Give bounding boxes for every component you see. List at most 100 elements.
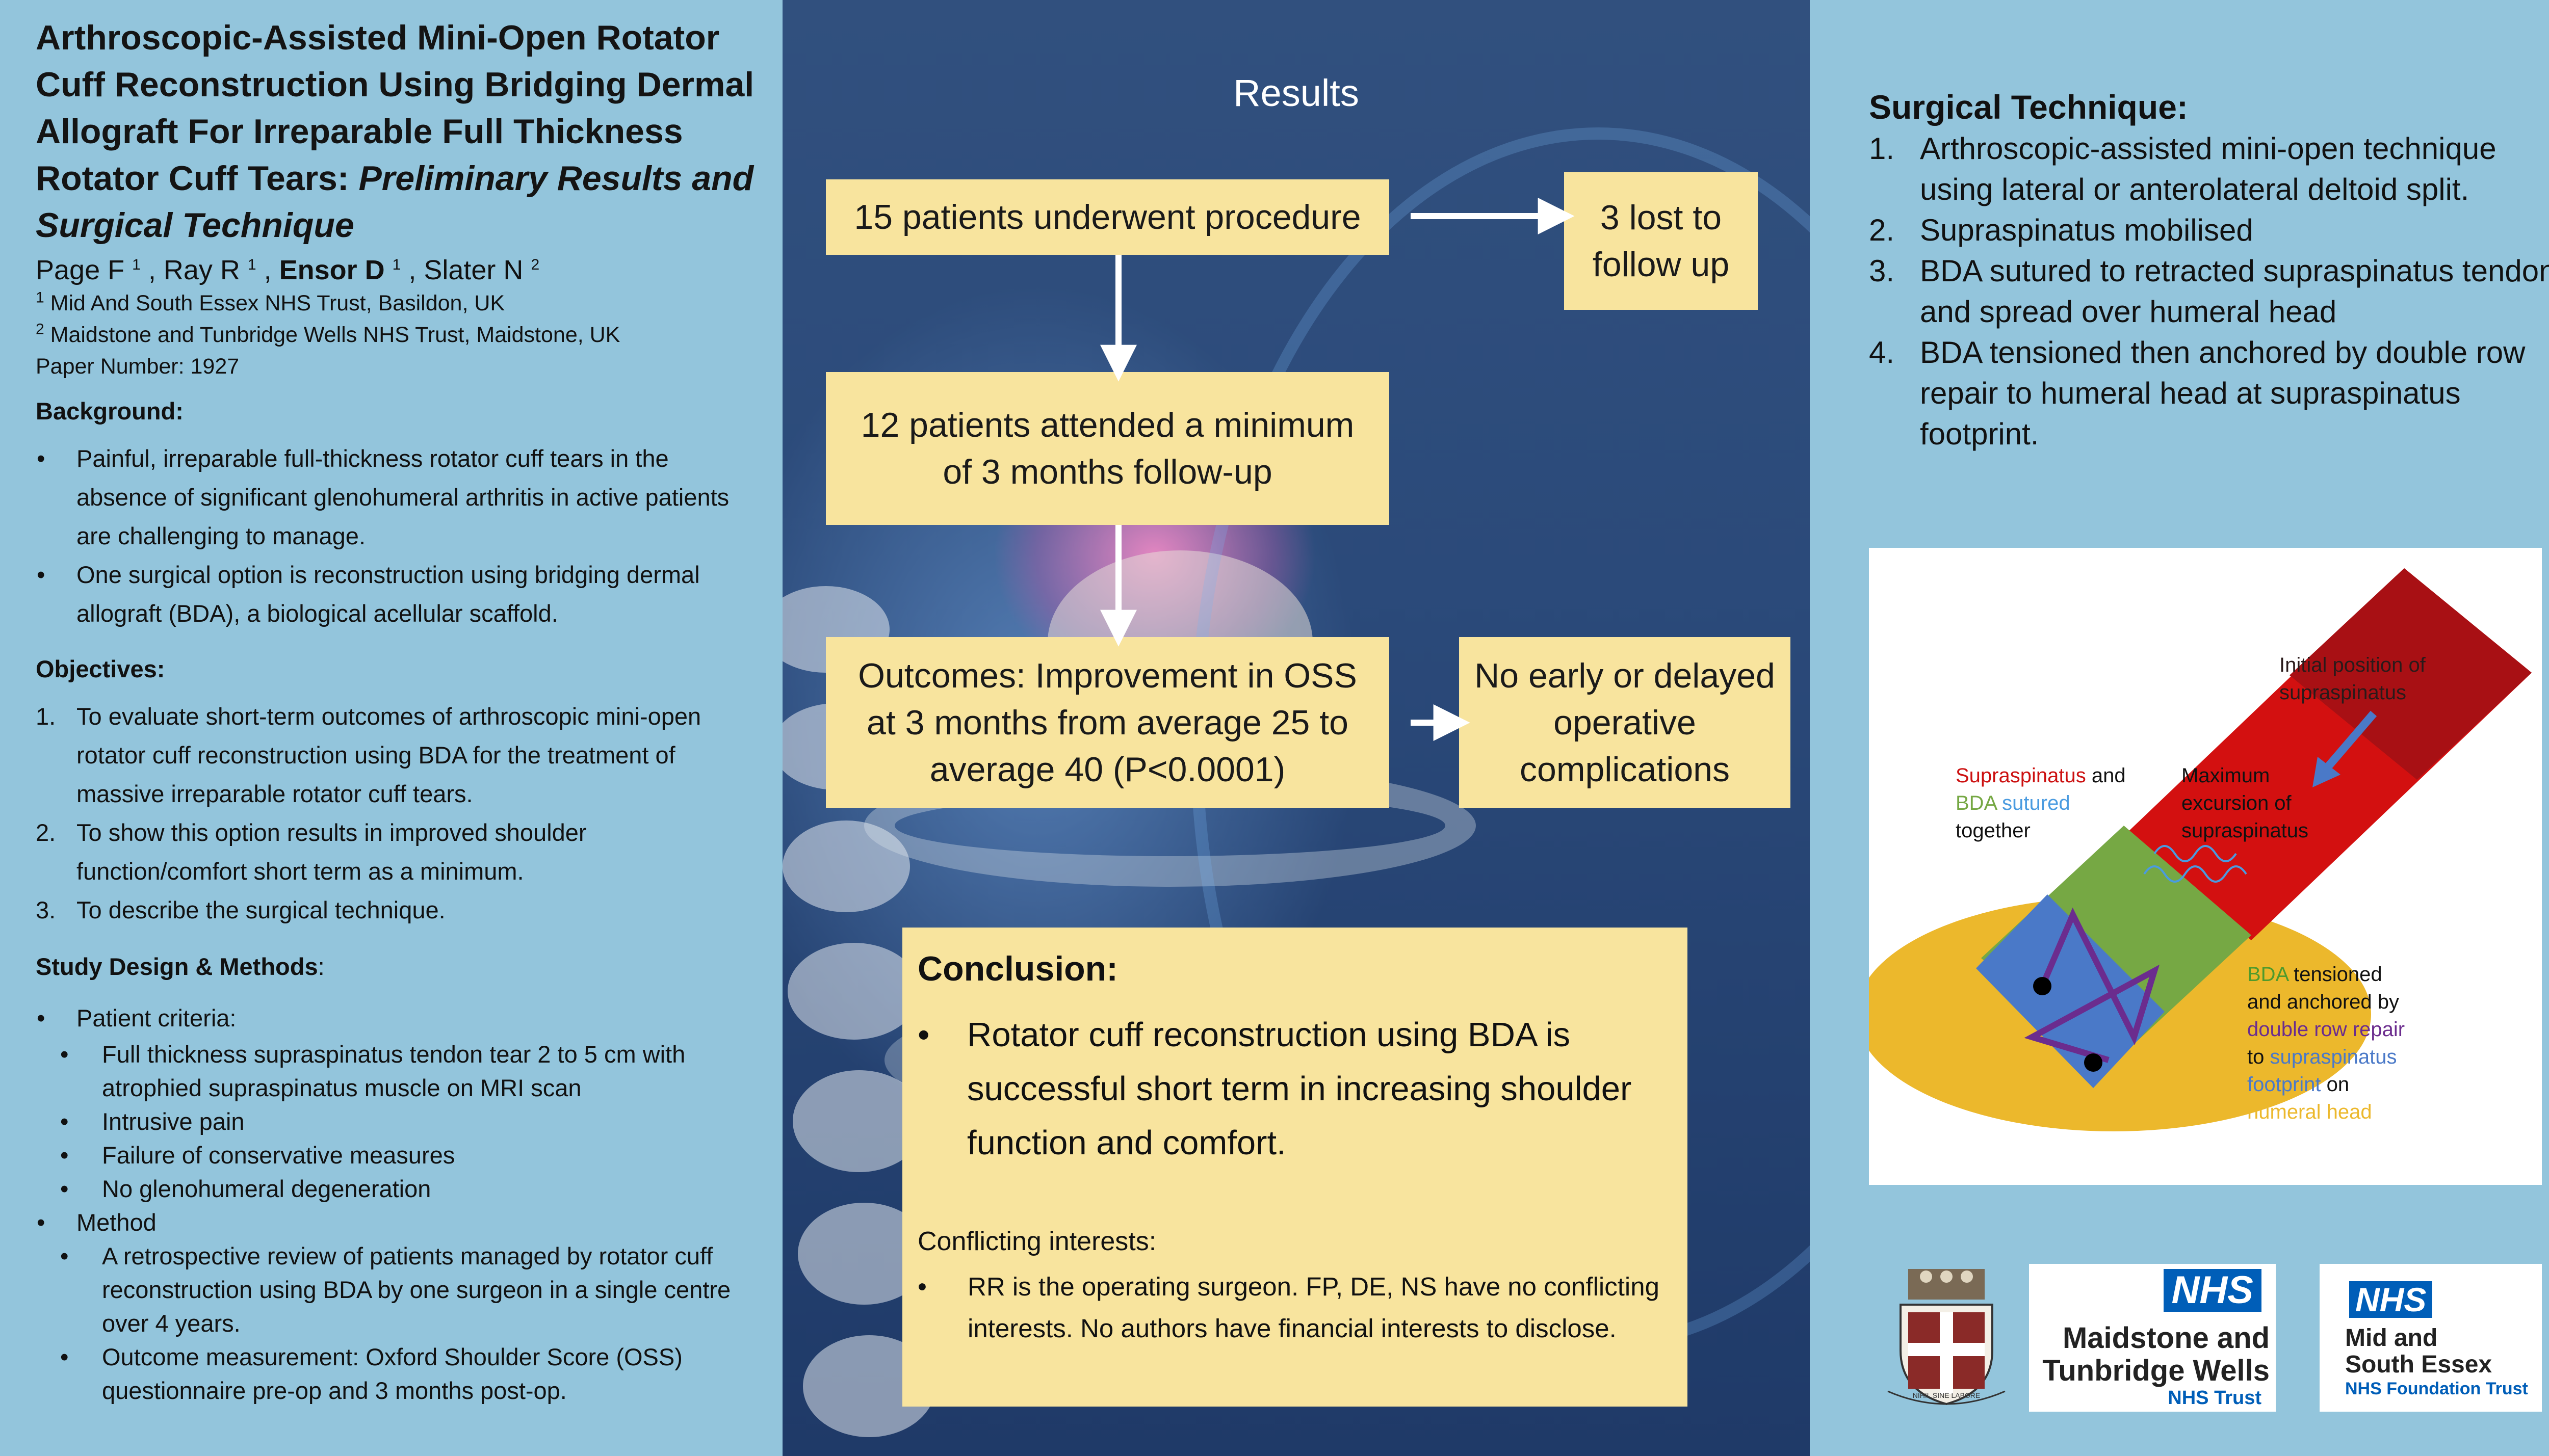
affiliation-2-text: Maidstone and Tunbridge Wells NHS Trust,… [50,323,620,347]
method-list: A retrospective review of patients manag… [36,1239,757,1408]
mtw-nhs-logo: NHS Maidstone and Tunbridge Wells NHS Tr… [2029,1264,2276,1412]
nhs-lozenge-2: NHS [2349,1281,2433,1318]
suture-line [2153,845,2237,862]
method-item: A retrospective review of patients manag… [36,1239,757,1340]
method-label: Method [36,1206,757,1239]
criteria-label: Patient criteria: [76,1004,237,1031]
label-maximum-excursion: Maximum excursion of supraspinatus [2181,764,2309,842]
anchor-point [2084,1053,2102,1072]
paper-number: Paper Number: 1927 [36,354,240,379]
technique-item: 1. Arthroscopic-assisted mini-open techni… [1869,128,2549,210]
box-attended: 12 patients attended a minimum of 3 mont… [826,372,1389,525]
criteria-item: Intrusive pain [36,1105,757,1139]
objective-number: 1. [36,703,56,730]
methods-list: Patient criteria: [36,999,757,1038]
retraction-arrow [2324,710,2377,770]
author-3: Ensor D [279,255,385,285]
objective-item: 2. To show this option results in improve… [36,813,757,891]
mse-line3: NHS Foundation Trust [2345,1379,2528,1398]
technique-text: Supraspinatus mobilised [1920,213,2253,247]
poster-title: Arthroscopic-Assisted Mini-Open Rotator … [36,14,757,249]
technique-heading: Surgical Technique: [1869,88,2188,126]
label-on: on [2321,1073,2350,1096]
right-column: Surgical Technique: 1. Arthroscopic-assis… [1810,0,2549,1456]
crest-graphic [1887,1269,2006,1406]
affiliation-2-number: 2 [36,321,44,338]
suture-line [2143,865,2247,883]
conflict-list: RR is the operating surgeon. FP, DE, NS … [918,1266,1672,1349]
technique-list: 1. Arthroscopic-assisted mini-open techni… [1869,128,2549,455]
box-complications: No early or delayed operative complicati… [1459,637,1790,808]
technique-text: Arthroscopic-assisted mini-open techniqu… [1920,131,2496,206]
mse-nhs-logo: NHS Mid and South Essex NHS Foundation T… [2320,1264,2542,1412]
mtw-line2: Tunbridge Wells [2042,1354,2270,1387]
label-together: together [1956,819,2031,842]
label-tensioned: tensioned and anchored by [2247,963,2400,1013]
affiliation-1-text: Mid And South Essex NHS Trust, Basildon,… [50,291,505,315]
mse-line1: Mid and [2345,1325,2438,1352]
conclusion-item: Rotator cuff reconstruction using BDA is… [918,1008,1672,1170]
methods-heading-colon: : [318,953,325,980]
conflict-heading: Conflicting interests: [918,1227,1157,1256]
technique-item: 2. Supraspinatus mobilised [1869,210,2549,251]
hospital-crest-logo: NIHIL SINE LABORE [1883,1264,2010,1412]
background-item: One surgical option is reconstruction us… [36,555,757,633]
methods-criteria: Patient criteria: [36,999,757,1038]
author-2-affil: 1 [247,256,256,273]
method-item: Outcome measurement: Oxford Shoulder Sco… [36,1340,757,1408]
nhs-lozenge: NHS [2163,1269,2261,1312]
objective-number: 3. [36,896,56,923]
label-bda-2: BDA [2247,963,2288,986]
technique-number: 1. [1869,131,1895,166]
technique-number: 4. [1869,335,1895,369]
technique-text: BDA sutured to retracted supraspinatus t… [1920,254,2549,329]
affiliation-1-number: 1 [36,289,44,306]
technique-number: 2. [1869,213,1895,247]
spine-vertebra [788,943,920,1040]
box-underwent: 15 patients underwent procedure [826,179,1389,255]
flow-arrows [1100,198,1575,741]
author-4: Slater N [424,255,524,285]
author-4-affil: 2 [531,256,540,273]
methods-heading: Study Design & Methods: [36,950,757,984]
objective-text: To evaluate short-term outcomes of arthr… [76,703,701,807]
supraspinatus-initial [2290,568,2532,780]
background-list: Painful, irreparable full-thickness rota… [36,439,757,633]
methods-method: Method [36,1206,757,1239]
methods-heading-text: Study Design & Methods [36,953,318,980]
objective-number: 2. [36,819,56,846]
anchor-point [2033,977,2051,995]
label-and: and [2086,764,2126,787]
title-italic: Preliminary Results and Surgical Techniq… [36,159,754,245]
objective-text: To show this option results in improved … [76,819,587,885]
conflict-item: RR is the operating surgeon. FP, DE, NS … [918,1266,1672,1349]
author-1: Page F [36,255,125,285]
objective-item: 3.To describe the surgical technique. [36,891,757,930]
label-to: to [2247,1046,2270,1068]
mse-line2: South Essex [2345,1351,2492,1378]
criteria-list: Full thickness supraspinatus tendon tear… [36,1038,757,1206]
mtw-line1: Maidstone and [2062,1321,2270,1355]
title-main: Arthroscopic-Assisted Mini-Open Rotator … [36,18,755,198]
objective-item: 1. To evaluate short-term outcomes of art… [36,697,757,813]
label-bda: BDA [1956,792,1997,814]
criteria-item: Failure of conservative measures [36,1139,757,1172]
label-bda-tensioned: BDA tensioned and anchored by double row… [2247,961,2410,1126]
background-item: Painful, irreparable full-thickness rota… [36,439,757,555]
author-2: Ray R [163,255,240,285]
retraction-arrow-head [2312,757,2340,787]
technique-item: 3.BDA sutured to retracted supraspinatus… [1869,251,2549,332]
label-initial-position: Initial position of supraspinatus [2279,654,2426,704]
left-column: Arthroscopic-Assisted Mini-Open Rotator … [0,0,783,1456]
criteria-item: No glenohumeral degeneration [36,1172,757,1206]
results-heading: Results [1233,72,1359,114]
mtw-line3: NHS Trust [2168,1387,2261,1409]
objectives-heading: Objectives: [36,655,165,682]
affiliation-2: 2 Maidstone and Tunbridge Wells NHS Trus… [36,319,757,351]
criteria-item: Full thickness supraspinatus tendon tear… [36,1038,757,1105]
diagram-graphic [1869,568,2532,1131]
box-outcomes: Outcomes: Improvement in OSS at 3 months… [826,637,1389,808]
surgical-diagram: Initial position of supraspinatus Maximu… [1869,548,2542,1185]
author-3-affil: 1 [392,256,401,273]
supraspinatus-footprint [1976,894,2165,1088]
